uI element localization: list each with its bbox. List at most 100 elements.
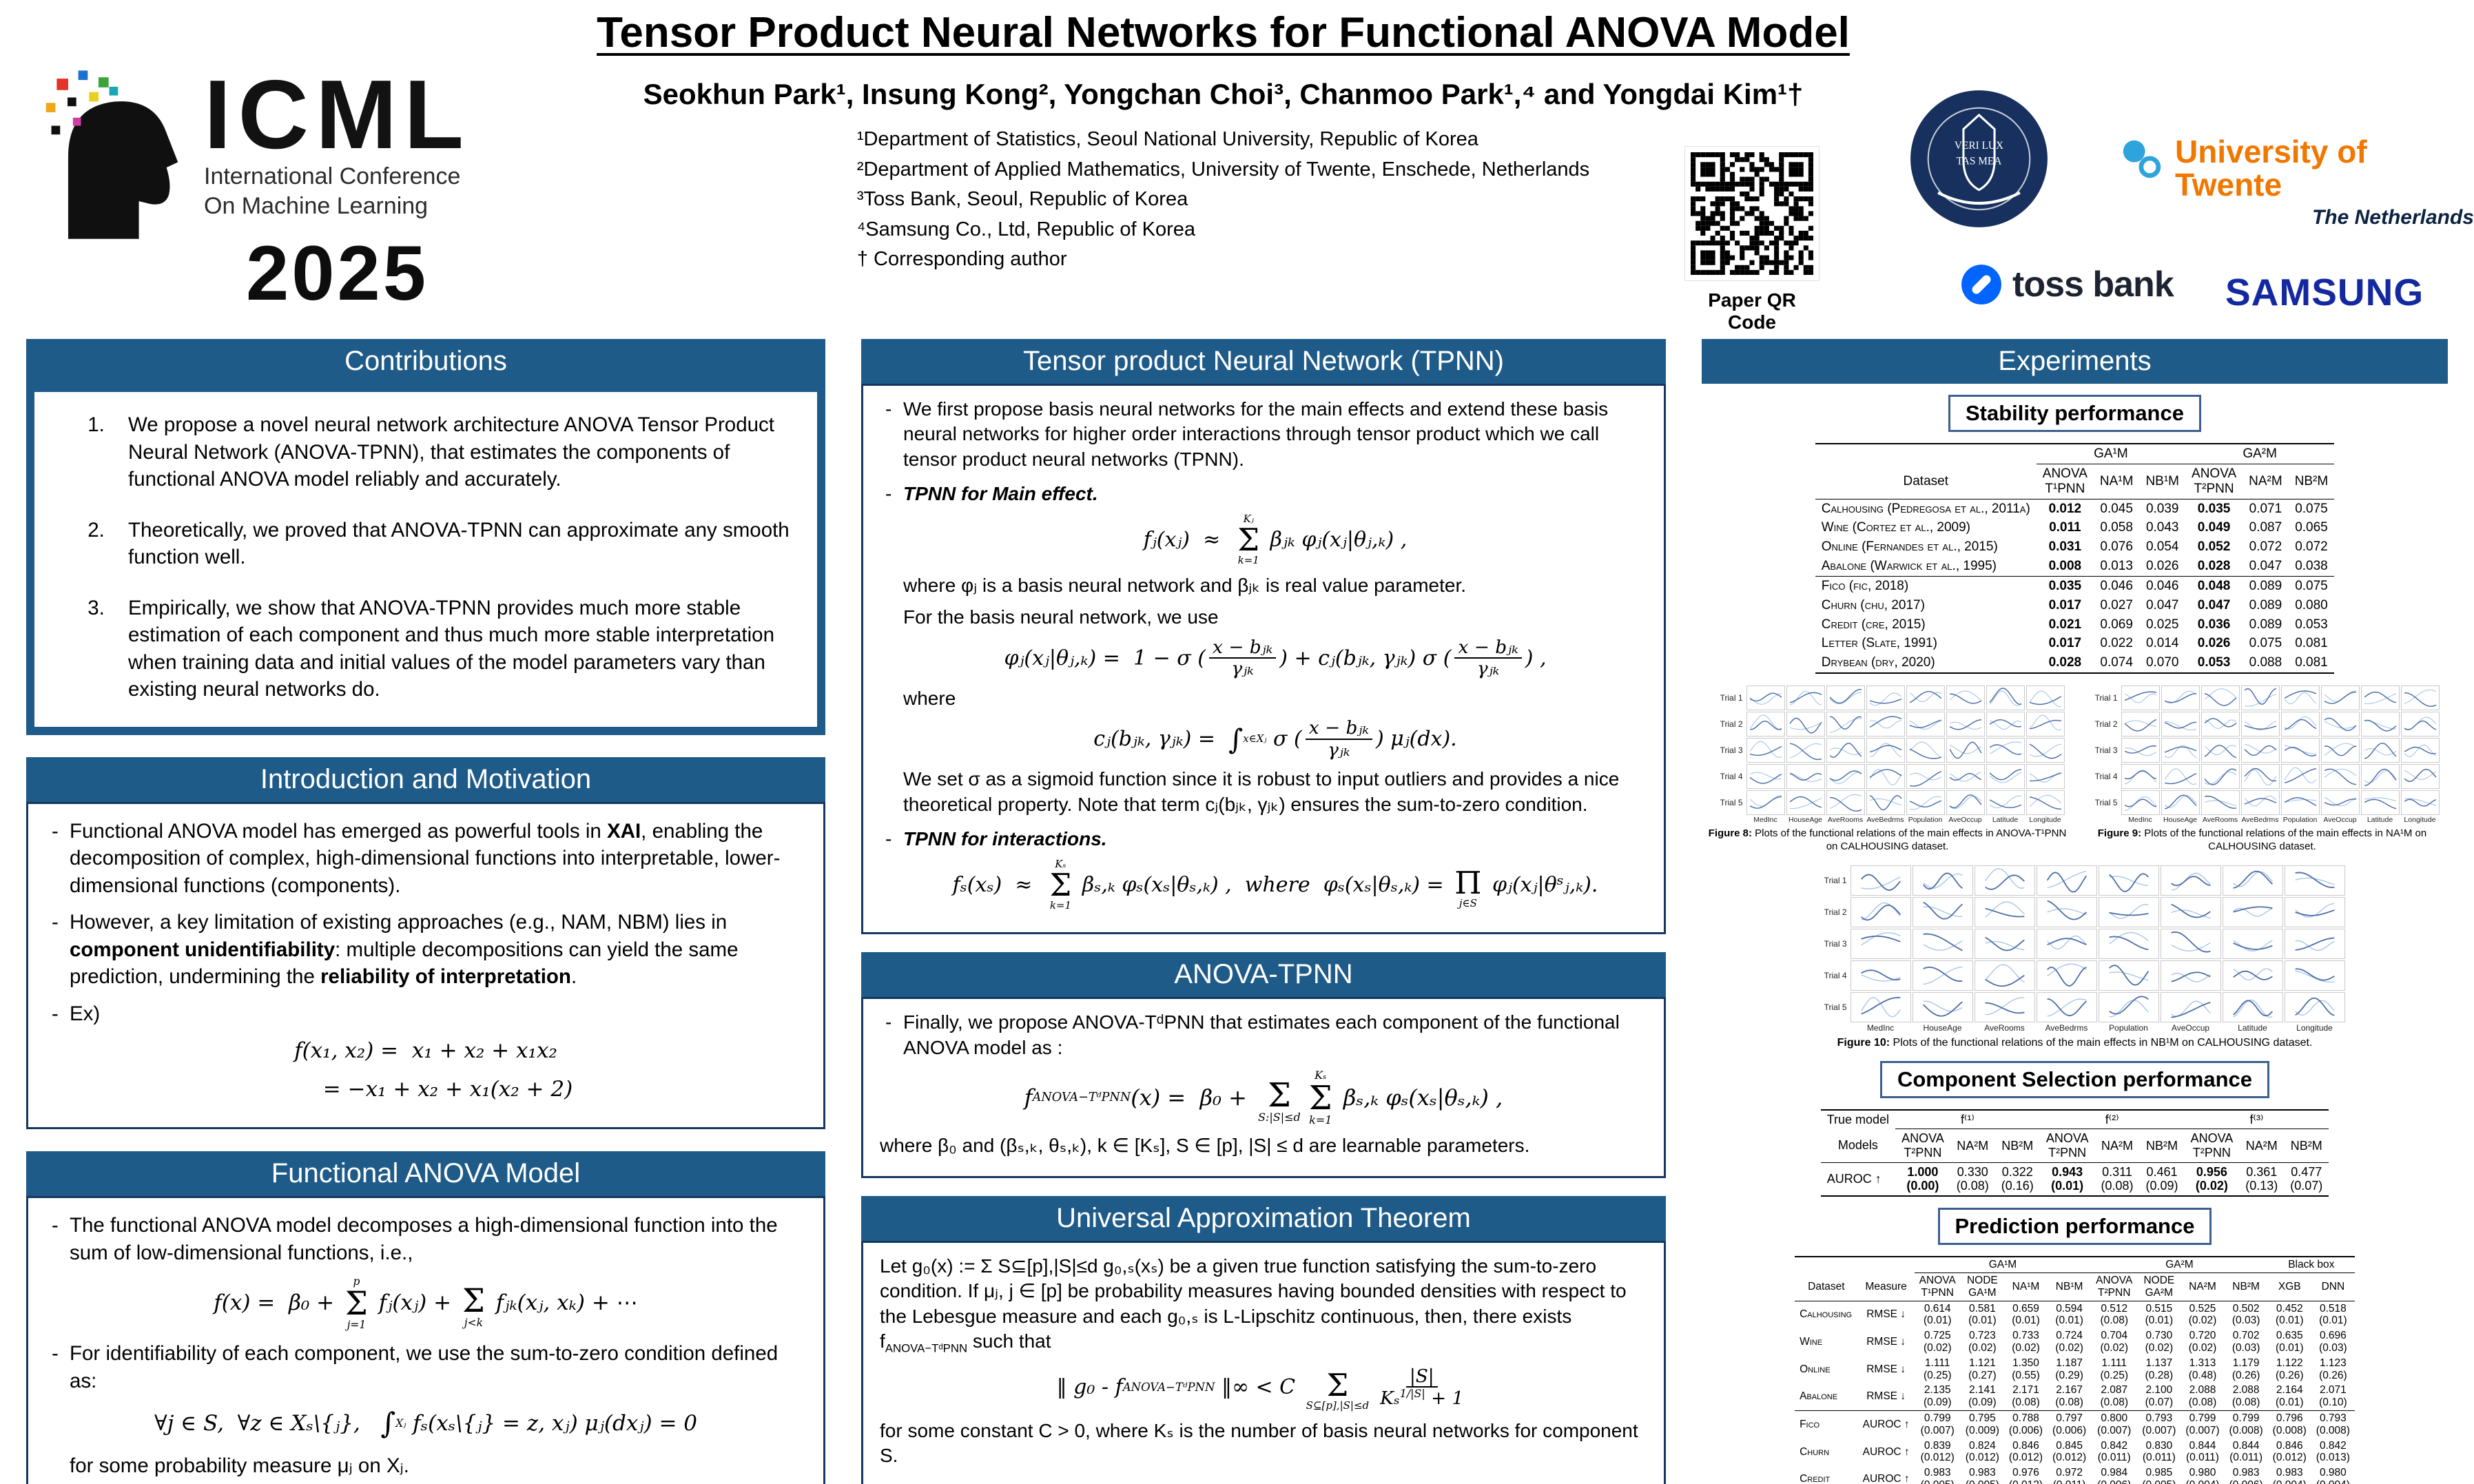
- fraction-denominator: γⱼₖ: [1231, 658, 1254, 680]
- mini-line-plot: [2025, 686, 2065, 711]
- table-cell: 1.313 (0.48): [2188, 1357, 2217, 1381]
- table-cell: 0.039: [2145, 501, 2179, 516]
- main-formula-tail: βⱼₖ φⱼ(xⱼ|θⱼ,ₖ) ,: [1264, 528, 1408, 553]
- mini-line-plot: [2025, 712, 2065, 737]
- trial-label: Trial 5: [1720, 798, 1743, 808]
- feature-label: Population: [2109, 1022, 2148, 1033]
- table-cell: 0.943 (0.01): [2051, 1164, 2084, 1193]
- table-cell: 0.972 (0.011): [2053, 1467, 2086, 1484]
- tpnn-where-line: where: [903, 687, 956, 709]
- table-cell: 0.839 (0.012): [1920, 1439, 1955, 1464]
- anova-formula-fsub: ANOVA−TᵈPNN: [1032, 1091, 1131, 1105]
- sum-upper-limit: Kⱼ: [1243, 512, 1254, 525]
- int-formula-lead: fₛ(xₛ) ≈: [952, 873, 1046, 898]
- mini-line-plot: [2284, 928, 2345, 959]
- trial-label: Trial 1: [2094, 693, 2118, 703]
- mini-line-plot: [1974, 991, 2035, 1022]
- table-cell: 0.844 (0.011): [2186, 1439, 2219, 1464]
- snu-emblem-graphic: VERI LUX TAS MEA: [1910, 90, 2048, 227]
- table-cell: 0.842 (0.013): [2316, 1439, 2350, 1464]
- column-header-measure: Measure: [1857, 1272, 1915, 1301]
- table-cell: 0.799 (0.007): [2181, 1410, 2225, 1439]
- table-cell: AUROC ↑: [1862, 1445, 1910, 1458]
- den-exponent: 1/|S|: [1399, 1387, 1425, 1401]
- table-cell: 0.038: [2295, 559, 2328, 574]
- table-cell: 0.461 (0.09): [2145, 1164, 2178, 1193]
- table-cell: 0.089: [2243, 575, 2289, 596]
- column-header: NB²M: [2288, 464, 2335, 499]
- figure-9-caption: Figure 9: Plots of the functional relati…: [2083, 827, 2442, 854]
- empty-header: [1815, 444, 2037, 464]
- icml-name: ICML: [204, 60, 471, 169]
- mini-line-plot: [1906, 764, 1945, 790]
- fraction-numerator: x − bⱼₖ: [1208, 637, 1277, 659]
- table-cell: 0.788 (0.006): [2003, 1410, 2048, 1439]
- functional-anova-panel: Functional ANOVA Model The functional AN…: [26, 1151, 825, 1484]
- intro-p2-text-3: .: [570, 965, 577, 989]
- anova-formula-a: (x) = β₀ +: [1131, 1084, 1255, 1111]
- intro-p1-text-2: , enabling the decomposition of complex,…: [70, 819, 781, 897]
- feature-label: Longitude: [2296, 1022, 2333, 1033]
- mini-line-plot: [2025, 790, 2065, 816]
- intro-p1-text: Functional ANOVA model has emerged as po…: [70, 819, 607, 843]
- icml-subtitle-2: On Machine Learning: [204, 193, 429, 220]
- column-header: ANOVA T¹PNN: [2036, 464, 2094, 499]
- table-cell: 0.075: [2288, 575, 2335, 596]
- mini-line-plot: [1850, 928, 1911, 959]
- mini-line-plot: [2036, 928, 2097, 959]
- column-header: NB²M: [2139, 1129, 2185, 1163]
- feature-label: MedInc: [1866, 1022, 1895, 1033]
- affiliation-2: ²Department of Applied Mathematics, Univ…: [856, 158, 1590, 181]
- table-cell: AUROC ↑: [1857, 1410, 1915, 1439]
- table-cell: 0.477 (0.07): [2290, 1164, 2323, 1193]
- anova-formula-b: βₛ,ₖ φₛ(xₛ|θₛ,ₖ) ,: [1336, 1084, 1503, 1111]
- sum-lower-limit: j<k: [464, 1316, 483, 1329]
- feature-label: MedInc: [2128, 816, 2152, 825]
- table-cell: 0.502 (0.03): [2231, 1302, 2260, 1327]
- table-cell: Abalone: [1800, 1390, 1838, 1403]
- sum-upper-limit: p: [353, 1275, 360, 1288]
- paper-qr-block: Paper QR Code: [1684, 146, 1820, 333]
- integral-subscript: Xⱼ: [395, 1417, 406, 1430]
- table-cell: 0.053: [2197, 655, 2231, 670]
- mini-line-plot: [1826, 764, 1865, 790]
- trial-label: Trial 4: [2094, 772, 2118, 782]
- mini-line-plot: [2161, 712, 2200, 737]
- feature-label: AveOccup: [2171, 1022, 2210, 1033]
- mini-line-plot: [1826, 712, 1865, 737]
- mini-line-plot: [2098, 896, 2159, 927]
- contribution-item-1: We propose a novel neural network archit…: [110, 411, 794, 493]
- table-row: AUROC ↑1.000 (0.00)0.330 (0.08)0.322 (0.…: [1821, 1162, 2329, 1196]
- feature-label: Population: [1908, 816, 1943, 825]
- table-cell: 0.635 (0.01): [2275, 1330, 2304, 1354]
- feature-label: Longitude: [2404, 816, 2436, 825]
- table-cell: 0.087: [2249, 520, 2282, 535]
- mini-line-plot: [2320, 738, 2360, 763]
- column-header: NB²M: [2224, 1272, 2268, 1301]
- table-cell: 0.076: [2100, 539, 2133, 555]
- contributions-body: We propose a novel neural network archit…: [26, 384, 825, 735]
- table-cell: 0.361 (0.13): [2245, 1164, 2278, 1193]
- mini-line-plot: [1850, 991, 1911, 1022]
- table-cell: Fico: [1795, 1410, 1858, 1439]
- mini-line-plot: [1786, 686, 1825, 711]
- basis-formula-c: ) ,: [1525, 646, 1547, 670]
- table-cell: 0.730 (0.02): [2145, 1330, 2174, 1354]
- samsung-logo: SAMSUNG: [2225, 271, 2424, 313]
- table-cell: 0.035: [2036, 575, 2094, 596]
- mini-line-plot: [1850, 865, 1911, 896]
- mini-line-plot: [2160, 928, 2221, 959]
- table-cell: 0.026: [2145, 559, 2179, 574]
- mini-line-plot: [1912, 928, 1973, 959]
- table-cell: 0.793 (0.007): [2137, 1410, 2181, 1439]
- tpnn-paragraph-1: We first propose basis neural networks f…: [880, 397, 1647, 472]
- int-formula-mid: βₛ,ₖ φₛ(xₛ|θₛ,ₖ) , where φₛ(xₛ|θₛ,ₖ) =: [1075, 873, 1451, 898]
- table-cell: 0.058: [2100, 520, 2133, 535]
- mini-line-plot: [2400, 712, 2440, 737]
